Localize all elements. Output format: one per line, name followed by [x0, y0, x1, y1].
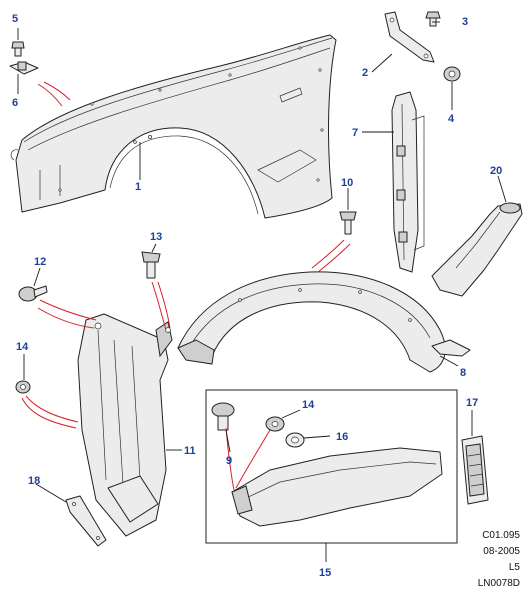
callout-18: 18 — [28, 475, 40, 487]
callout-2: 2 — [362, 67, 368, 79]
screw-13 — [141, 251, 161, 279]
callout-17: 17 — [466, 397, 478, 409]
callout-6: 6 — [12, 97, 18, 109]
clip-6 — [9, 61, 39, 75]
air-duct-20 — [431, 202, 523, 297]
vent-grille-17 — [461, 435, 489, 505]
grommet-16 — [285, 432, 305, 448]
grommet-14-box — [265, 416, 285, 432]
callout-1: 1 — [135, 181, 141, 193]
connector-lines — [21, 81, 351, 491]
callout-labels: 5 6 1 2 3 4 7 10 20 13 12 8 14 11 18 17 … — [12, 13, 502, 579]
ref-date: 08-2005 — [483, 546, 520, 557]
wheel-arch-liner-8 — [177, 271, 471, 373]
callout-20: 20 — [490, 165, 502, 177]
callout-8: 8 — [460, 367, 466, 379]
front-wing-panel — [10, 34, 337, 219]
screw-10 — [339, 211, 357, 235]
clip-9 — [211, 402, 235, 431]
nut-4 — [443, 66, 461, 82]
callout-10: 10 — [341, 177, 353, 189]
reference-block: C01.095 08-2005 L5 LN0078D — [478, 530, 521, 589]
screw-5 — [11, 41, 25, 57]
callout-16: 16 — [336, 431, 348, 443]
screw-12 — [18, 285, 48, 302]
callout-9: 9 — [226, 455, 232, 467]
bracket-2 — [384, 11, 435, 63]
callout-3: 3 — [462, 16, 468, 28]
callout-14-left: 14 — [16, 341, 29, 353]
air-duct-15 — [231, 447, 443, 527]
mounting-bracket-7 — [391, 91, 425, 273]
ref-figure-code: C01.095 — [482, 530, 520, 541]
callout-12: 12 — [34, 256, 46, 268]
screw-3 — [425, 11, 441, 27]
part-15-group-box — [205, 389, 458, 544]
leader-lines — [17, 21, 507, 562]
nut-14-left — [15, 380, 31, 394]
callout-14-box: 14 — [302, 399, 315, 411]
callout-11: 11 — [184, 445, 196, 457]
callout-4: 4 — [448, 113, 455, 125]
callout-13: 13 — [150, 231, 162, 243]
ref-drawing-number: LN0078D — [478, 578, 520, 589]
bracket-18 — [65, 495, 107, 547]
callout-7: 7 — [352, 127, 358, 139]
splash-shield-11 — [77, 313, 173, 537]
callout-5: 5 — [12, 13, 18, 25]
ref-level: L5 — [509, 562, 521, 573]
callout-15: 15 — [319, 567, 331, 579]
